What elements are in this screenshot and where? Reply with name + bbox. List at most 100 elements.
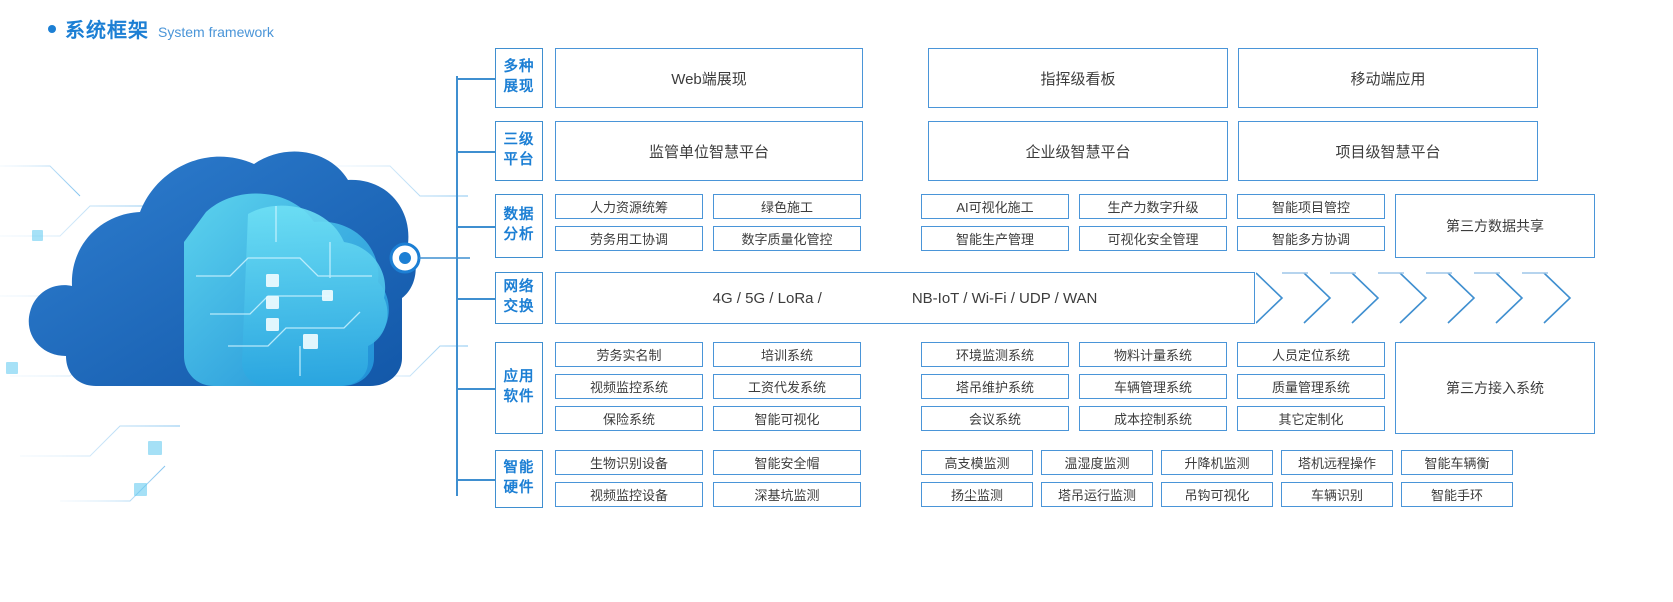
cell-enterprise-platform[interactable]: 企业级智慧平台: [928, 121, 1228, 181]
cell-regulatory-platform[interactable]: 监管单位智慧平台: [555, 121, 863, 181]
cell-vehicle-recognition[interactable]: 车辆识别: [1281, 482, 1393, 507]
cell-insurance-system[interactable]: 保险系统: [555, 406, 703, 431]
category-label-network-exchange: 网络 交换: [495, 272, 543, 324]
category-line: 多种: [503, 59, 535, 76]
category-line: 分析: [503, 227, 535, 243]
cell-hoist-monitoring[interactable]: 升降机监测: [1161, 450, 1273, 475]
network-protocols-right: NB-IoT / Wi-Fi / UDP / WAN: [911, 289, 1098, 307]
cell-hr-coordination[interactable]: 人力资源统筹: [555, 194, 703, 219]
category-line: 交换: [503, 299, 535, 315]
cell-web-presentation[interactable]: Web端展现: [555, 48, 863, 108]
group-data-analysis-left: 人力资源统筹 绿色施工 劳务用工协调 数字质量化管控: [555, 194, 871, 258]
cell-project-platform[interactable]: 项目级智慧平台: [1238, 121, 1538, 181]
cell-mobile-app[interactable]: 移动端应用: [1238, 48, 1538, 108]
cell-dust-monitoring[interactable]: 扬尘监测: [921, 482, 1033, 507]
cell-ai-visual-construction[interactable]: AI可视化施工: [921, 194, 1069, 219]
cell-productivity-digital-upgrade[interactable]: 生产力数字升级: [1079, 194, 1227, 219]
row-smart-hardware: 智能 硬件 生物识别设备 智能安全帽 视频监控设备 深基坑监测 高支模监测 温湿…: [495, 450, 1521, 508]
cell-hook-visualization[interactable]: 吊钩可视化: [1161, 482, 1273, 507]
cell-deep-foundation-pit-monitoring[interactable]: 深基坑监测: [713, 482, 861, 507]
tree-branch: [456, 388, 496, 390]
category-line: 平台: [503, 152, 535, 168]
cell-labor-real-name[interactable]: 劳务实名制: [555, 342, 703, 367]
cell-tower-crane-remote-operation[interactable]: 塔机远程操作: [1281, 450, 1393, 475]
cell-command-dashboard[interactable]: 指挥级看板: [928, 48, 1228, 108]
group-app-software-mid: 环境监测系统 物料计量系统 人员定位系统 塔吊维护系统 车辆管理系统 质量管理系…: [921, 342, 1395, 434]
cell-video-surveillance-device[interactable]: 视频监控设备: [555, 482, 703, 507]
spacer: [863, 121, 928, 181]
cell-smart-weighbridge[interactable]: 智能车辆衡: [1401, 450, 1513, 475]
cell-high-formwork-monitoring[interactable]: 高支模监测: [921, 450, 1033, 475]
category-label-smart-hardware: 智能 硬件: [495, 450, 543, 508]
category-label-presentation: 多种 展现: [495, 48, 543, 108]
network-protocol-bar[interactable]: 4G / 5G / LoRa / NB-IoT / Wi-Fi / UDP / …: [555, 272, 1255, 324]
category-line: 智能: [503, 460, 535, 477]
category-label-data-analysis: 数据 分析: [495, 194, 543, 258]
cell-meeting-system[interactable]: 会议系统: [921, 406, 1069, 431]
cell-personnel-positioning-system[interactable]: 人员定位系统: [1237, 342, 1385, 367]
cell-cost-control-system[interactable]: 成本控制系统: [1079, 406, 1227, 431]
cell-crane-operation-monitoring[interactable]: 塔吊运行监测: [1041, 482, 1153, 507]
group-smart-hardware-left: 生物识别设备 智能安全帽 视频监控设备 深基坑监测: [555, 450, 871, 508]
cell-environment-monitoring-system[interactable]: 环境监测系统: [921, 342, 1069, 367]
row-presentation: 多种 展现 Web端展现 指挥级看板 移动端应用: [495, 48, 1538, 108]
group-data-analysis-mid: AI可视化施工 生产力数字升级 智能项目管控 智能生产管理 可视化安全管理 智能…: [921, 194, 1395, 258]
row-data-analysis: 数据 分析 人力资源统筹 绿色施工 劳务用工协调 数字质量化管控 AI可视化施工…: [495, 194, 1595, 258]
cell-smart-bracelet[interactable]: 智能手环: [1401, 482, 1513, 507]
category-line: 数据: [503, 207, 535, 224]
page-header: 系统框架 System framework: [48, 14, 274, 43]
cloud-computing-illustration: [0, 46, 470, 566]
network-protocols-left: 4G / 5G / LoRa /: [712, 289, 822, 307]
cell-digital-quality-control[interactable]: 数字质量化管控: [713, 226, 861, 251]
cell-payroll-system[interactable]: 工资代发系统: [713, 374, 861, 399]
spacer: [871, 342, 921, 434]
category-label-three-tier-platform: 三级 平台: [495, 121, 543, 181]
cell-other-customization[interactable]: 其它定制化: [1237, 406, 1385, 431]
tree-branch: [456, 298, 496, 300]
system-framework-diagram: 多种 展现 Web端展现 指挥级看板 移动端应用 三级 平台 监管单位智慧平台 …: [456, 48, 1666, 520]
group-smart-hardware-extra: 塔机远程操作 智能车辆衡 车辆识别 智能手环: [1281, 450, 1521, 508]
cell-quality-management-system[interactable]: 质量管理系统: [1237, 374, 1385, 399]
cell-material-metering-system[interactable]: 物料计量系统: [1079, 342, 1227, 367]
cell-smart-multiparty-coordination[interactable]: 智能多方协调: [1237, 226, 1385, 251]
bullet-dot-icon: [48, 25, 56, 33]
cell-smart-project-control[interactable]: 智能项目管控: [1237, 194, 1385, 219]
cell-third-party-access-system[interactable]: 第三方接入系统: [1395, 342, 1595, 434]
category-label-application-software: 应用 软件: [495, 342, 543, 434]
tree-branch: [456, 151, 496, 153]
cell-video-surveillance-system[interactable]: 视频监控系统: [555, 374, 703, 399]
cell-training-system[interactable]: 培训系统: [713, 342, 861, 367]
category-line: 应用: [503, 369, 535, 386]
cell-vehicle-management-system[interactable]: 车辆管理系统: [1079, 374, 1227, 399]
row-application-software: 应用 软件 劳务实名制 培训系统 视频监控系统 工资代发系统 保险系统 智能可视…: [495, 342, 1595, 434]
row-three-tier-platform: 三级 平台 监管单位智慧平台 企业级智慧平台 项目级智慧平台: [495, 121, 1538, 181]
cell-third-party-data-sharing[interactable]: 第三方数据共享: [1395, 194, 1595, 258]
spacer: [1228, 121, 1238, 181]
cell-crane-maintenance-system[interactable]: 塔吊维护系统: [921, 374, 1069, 399]
page-title: 系统框架: [65, 20, 149, 42]
group-smart-hardware-mid: 高支模监测 温湿度监测 升降机监测 扬尘监测 塔吊运行监测 吊钩可视化: [921, 450, 1281, 508]
cell-visual-safety-mgmt[interactable]: 可视化安全管理: [1079, 226, 1227, 251]
spacer: [863, 48, 928, 108]
category-line: 网络: [503, 279, 535, 296]
spacer: [1228, 48, 1238, 108]
category-line: 三级: [503, 132, 535, 149]
cell-biometric-device[interactable]: 生物识别设备: [555, 450, 703, 475]
page-subtitle: System framework: [158, 24, 274, 40]
tree-branch: [456, 226, 496, 228]
spacer: [871, 194, 921, 258]
cell-smart-production-mgmt[interactable]: 智能生产管理: [921, 226, 1069, 251]
cell-temperature-humidity-monitoring[interactable]: 温湿度监测: [1041, 450, 1153, 475]
tree-spine: [456, 76, 458, 496]
category-line: 软件: [503, 389, 535, 405]
row-network-exchange: 网络 交换 4G / 5G / LoRa / NB-IoT / Wi-Fi / …: [495, 272, 1255, 324]
category-line: 硬件: [503, 480, 535, 496]
cell-green-construction[interactable]: 绿色施工: [713, 194, 861, 219]
cell-labor-coordination[interactable]: 劳务用工协调: [555, 226, 703, 251]
cell-smart-helmet[interactable]: 智能安全帽: [713, 450, 861, 475]
tree-branch: [456, 78, 496, 80]
chevron-arrow-group: [1256, 272, 1656, 324]
tree-branch: [456, 479, 496, 481]
cell-smart-visualization[interactable]: 智能可视化: [713, 406, 861, 431]
spacer: [871, 450, 921, 508]
